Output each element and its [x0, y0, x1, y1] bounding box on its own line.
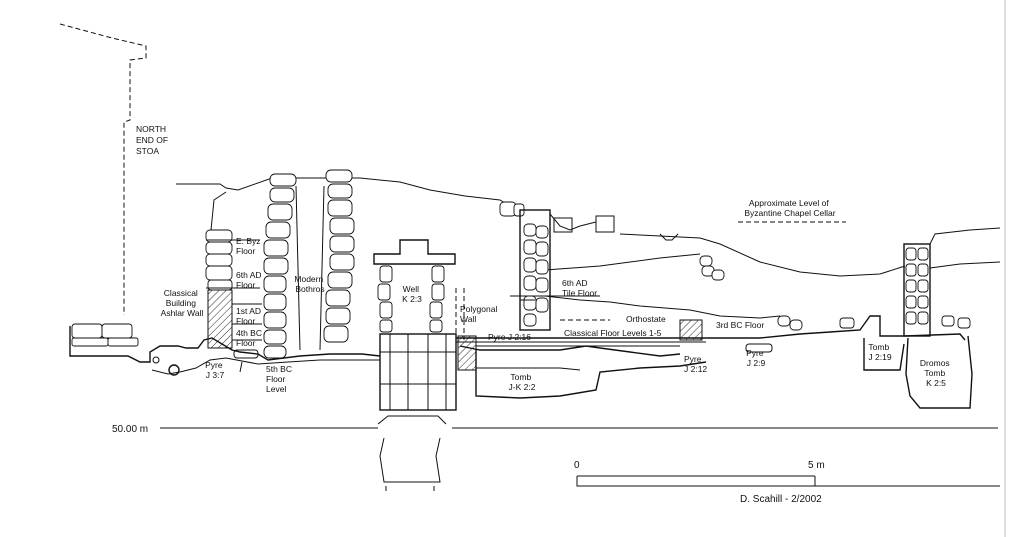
- tomb-outlines: [152, 335, 973, 409]
- datum-label: 50.00 m: [112, 424, 148, 435]
- leader-lines: [239, 299, 535, 373]
- label-4th-bc-floor: 4th BC Floor: [236, 328, 264, 348]
- ashlar-blocks: [71, 323, 139, 347]
- label-classical-floor-levels: Classical Floor Levels 1-5: [564, 328, 662, 338]
- label-chapel-level: Approximate Level of Byzantine Chapel Ce…: [744, 198, 835, 218]
- bothros-right-column: [295, 169, 355, 351]
- label-stoa: NORTH END OF STOA: [136, 124, 171, 156]
- credit-label: D. Scahill - 2/2002: [740, 494, 822, 505]
- label-ashlar-wall: Classical Building Ashlar Wall: [161, 288, 204, 318]
- label-pyre-j29: Pyre J 2:9: [746, 348, 766, 368]
- scale-start-label: 0: [574, 460, 580, 471]
- label-6th-ad-tile-floor: 6th AD Tile Floor: [562, 278, 597, 298]
- bothros-left-column: [263, 173, 297, 359]
- scale-bar: [576, 475, 1000, 487]
- ground-profile: [176, 177, 1001, 319]
- label-pyre-j216: Pyre J 2:16: [488, 332, 531, 342]
- label-polygonal-wall: Polygonal Wall: [460, 304, 500, 324]
- label-3rd-bc-floor: 3rd BC Floor: [716, 320, 764, 330]
- ashlar-wall: [205, 229, 262, 349]
- label-orthostate: Orthostate: [626, 314, 666, 324]
- label-tomb-jk22: Tomb J-K 2:2: [509, 372, 536, 392]
- right-pillar: [903, 243, 971, 337]
- label-6th-ad-floor: 6th AD Floor: [236, 270, 264, 290]
- label-well: Well K 2:3: [402, 284, 422, 304]
- stoa-outline: [59, 23, 147, 315]
- scale-end-label: 5 m: [808, 460, 825, 471]
- label-5th-bc-floor: 5th BC Floor Level: [266, 364, 294, 394]
- stone-clusters: [699, 255, 855, 331]
- label-pyre-j212: Pyre J 2:12: [684, 354, 707, 374]
- label-1st-ad-floor: 1st AD Floor: [236, 306, 263, 326]
- label-e-byz-floor: E. Byz Floor: [236, 236, 263, 256]
- well-structure: [373, 239, 465, 494]
- label-modern-bothros: Modern Bothros: [294, 274, 325, 294]
- label-dromos-tomb: Dromos Tomb K 2:5: [920, 358, 952, 388]
- label-pyre-j37: Pyre J 3:7: [205, 360, 225, 380]
- classical-floor-levels: [456, 319, 707, 399]
- central-wall: [499, 201, 679, 331]
- label-tomb-j219: Tomb J 2:19: [868, 342, 891, 362]
